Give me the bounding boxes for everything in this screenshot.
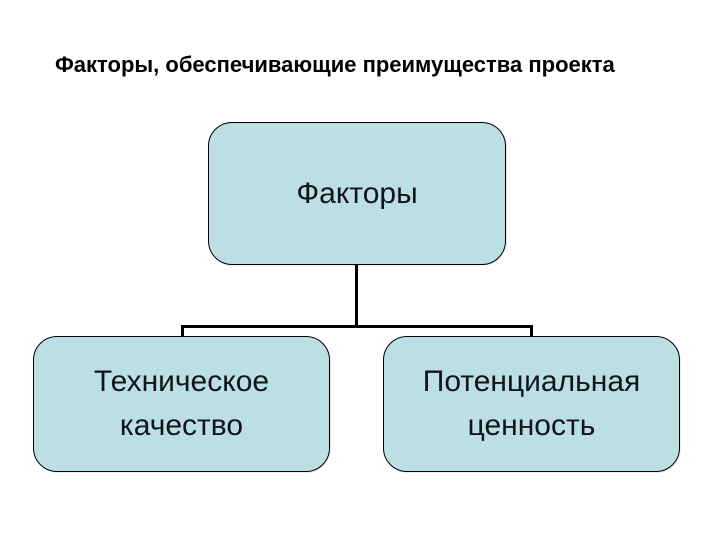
- diagram-node-technical-quality: Техническое качество: [33, 336, 330, 472]
- diagram-node-factors-label: Факторы: [296, 176, 418, 210]
- connector-root-vertical: [355, 264, 358, 328]
- diagram-node-technical-quality-label: Техническое качество: [93, 365, 270, 442]
- connector-left-stub: [181, 325, 184, 337]
- connector-right-stub: [530, 325, 533, 337]
- diagram-node-potential-value-label: Потенциальная ценность: [422, 365, 641, 442]
- slide-title: Факторы, обеспечивающие преимущества про…: [55, 52, 615, 77]
- diagram-node-factors: Факторы: [208, 122, 506, 265]
- diagram-node-potential-value: Потенциальная ценность: [383, 336, 680, 472]
- connector-horizontal: [181, 325, 533, 328]
